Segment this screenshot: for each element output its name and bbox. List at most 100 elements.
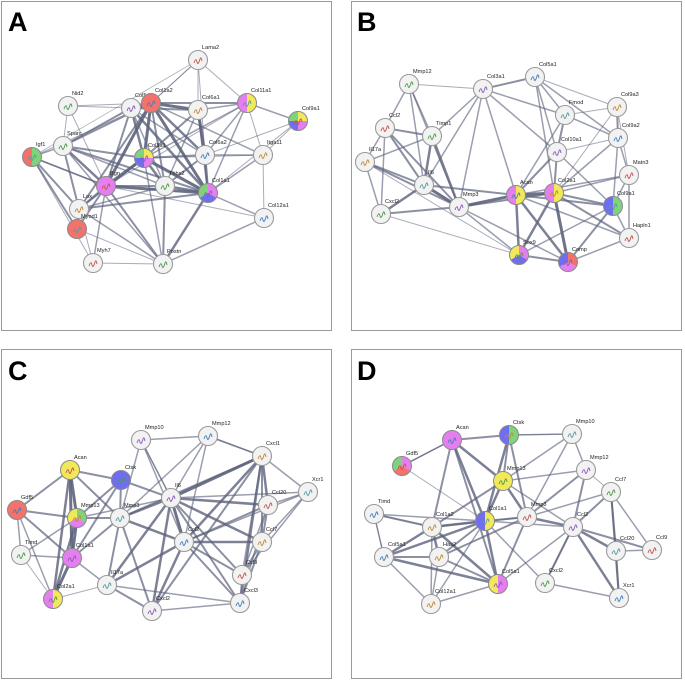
edge xyxy=(553,192,630,239)
node-bgn-12[interactable]: Bgn xyxy=(96,171,120,196)
node-myod1-17[interactable]: Myod1 xyxy=(67,214,98,239)
node-mmp13-4[interactable]: Mmp13 xyxy=(493,466,526,491)
node-outline xyxy=(392,456,412,476)
node-circle xyxy=(428,546,450,568)
node-acan-14[interactable]: Acan xyxy=(506,180,533,205)
node-timp1-6[interactable]: Timp1 xyxy=(421,121,452,147)
node-hapln1-17[interactable]: Hapln1 xyxy=(618,223,651,249)
node-timd-11[interactable]: Timd xyxy=(10,540,38,566)
node-nid2-1[interactable]: Nid2 xyxy=(57,91,84,117)
edge xyxy=(383,556,432,605)
node-matn3-11[interactable]: Matn3 xyxy=(618,160,649,186)
node-ccl20-14[interactable]: Ccl20 xyxy=(605,536,635,562)
node-mmp12-5[interactable]: Mmp12 xyxy=(575,455,609,481)
node-label: Has2 xyxy=(443,542,456,548)
node-ccl9-15[interactable]: Ccl9 xyxy=(641,535,668,561)
edge xyxy=(162,185,166,265)
node-gdf5-3[interactable]: Gdf5 xyxy=(392,451,418,476)
node-mmp3-9[interactable]: Mmp3 xyxy=(109,503,140,529)
node-timd-6[interactable]: Timd xyxy=(363,499,391,525)
node-comp-19[interactable]: Comp xyxy=(558,247,587,272)
node-xcr1-3[interactable]: Xcr1 xyxy=(297,477,324,503)
node-sox9-18[interactable]: Sox9 xyxy=(509,240,536,265)
node-ccl9-16[interactable]: Ccl9 xyxy=(231,560,258,586)
node-thbs2-13[interactable]: Thbs2 xyxy=(154,171,185,197)
node-col2a1-17[interactable]: Col2a1 xyxy=(43,584,75,609)
node-mmp13-8[interactable]: Mmp13 xyxy=(67,503,100,528)
edge xyxy=(31,156,80,210)
node-ccl2-5[interactable]: Ccl2 xyxy=(374,113,401,139)
node-il17a-9[interactable]: Il17a xyxy=(354,147,383,173)
node-lama2-0[interactable]: Lama2 xyxy=(187,45,220,71)
node-col1a1-14[interactable]: Col1a1 xyxy=(198,178,230,203)
node-cxcl2-18[interactable]: Cxcl2 xyxy=(141,596,171,622)
node-has2-13[interactable]: Has2 xyxy=(428,542,457,568)
node-col5a1-2[interactable]: Col5a1 xyxy=(524,62,557,88)
protein-structure-icon xyxy=(139,155,149,162)
node-ccl2-11[interactable]: Ccl2 xyxy=(562,512,589,538)
node-col1a2-7[interactable]: Col1a2 xyxy=(421,512,454,538)
node-col12a1-15[interactable]: Col12a1 xyxy=(253,203,289,229)
node-gdf5-7[interactable]: Gdf5 xyxy=(7,495,34,520)
node-mmp12-0[interactable]: Mmp12 xyxy=(398,69,432,95)
node-mmp3-9[interactable]: Mmp3 xyxy=(516,502,547,528)
node-col1a1-8[interactable]: Col1a1 xyxy=(475,506,507,531)
node-acan-4[interactable]: Acan xyxy=(60,455,87,480)
node-label: Myh7 xyxy=(97,248,111,254)
node-col11a1-5[interactable]: Col11a1 xyxy=(237,88,272,113)
node-col1a2-3[interactable]: Col1a2 xyxy=(141,88,173,113)
node-col9a3-3[interactable]: Col9a3 xyxy=(606,92,639,118)
node-col5a1-12[interactable]: Col5a1 xyxy=(373,542,406,568)
node-il17a-15[interactable]: Il17a xyxy=(96,570,125,596)
node-col3a1-1[interactable]: Col3a1 xyxy=(472,74,505,100)
node-ccl20-10[interactable]: Ccl20 xyxy=(257,490,287,516)
edge xyxy=(143,102,248,159)
node-fmod-4[interactable]: Fmod xyxy=(554,100,584,126)
node-igf1-11[interactable]: Igf1 xyxy=(22,142,46,167)
node-col1a1-12[interactable]: Col1a1 xyxy=(62,543,94,568)
node-il6-10[interactable]: Il6 xyxy=(413,170,435,196)
edge xyxy=(553,106,618,194)
edge xyxy=(170,497,241,604)
node-label: Col10a1 xyxy=(561,137,582,143)
node-sparc-7[interactable]: Sparc xyxy=(52,131,82,157)
node-il6-6[interactable]: Il6 xyxy=(160,483,182,509)
node-col9a1-6[interactable]: Col9a1 xyxy=(288,106,320,131)
node-ccl7-10[interactable]: Ccl7 xyxy=(600,477,627,503)
node-postn-19[interactable]: Postn xyxy=(152,249,182,275)
node-mmp3-13[interactable]: Mmp3 xyxy=(448,192,479,218)
node-acan-0[interactable]: Acan xyxy=(442,425,469,450)
protein-structure-icon xyxy=(369,511,379,518)
node-itga11-10[interactable]: Itga11 xyxy=(252,140,283,166)
node-cxcl2-16[interactable]: Cxcl2 xyxy=(534,568,564,594)
node-col12a1-19[interactable]: Col12a1 xyxy=(420,589,456,615)
node-circle xyxy=(297,481,319,503)
node-cxcl2-12[interactable]: Cxcl2 xyxy=(370,199,400,225)
node-mmp12-1[interactable]: Mmp12 xyxy=(197,421,231,447)
node-col9a2-8[interactable]: Col9a2 xyxy=(607,123,640,149)
node-xcr1-18[interactable]: Xcr1 xyxy=(608,583,635,609)
node-cxcl3-19[interactable]: Cxcl3 xyxy=(229,588,259,614)
edge xyxy=(16,509,54,600)
protein-structure-icon xyxy=(612,104,622,111)
node-ctsk-5[interactable]: Ctsk xyxy=(111,465,137,490)
node-circle xyxy=(607,127,629,149)
node-myh7-18[interactable]: Myh7 xyxy=(82,248,111,274)
node-col3a1-8[interactable]: Col3a1 xyxy=(134,143,166,168)
node-mmp10-0[interactable]: Mmp10 xyxy=(130,425,164,451)
node-ccl7-14[interactable]: Ccl7 xyxy=(251,527,278,553)
node-mmp10-2[interactable]: Mmp10 xyxy=(561,419,595,445)
edge xyxy=(408,83,425,186)
node-lox-16[interactable]: Lox xyxy=(68,194,93,220)
node-label: Col6a1 xyxy=(202,95,220,101)
node-col9a1-16[interactable]: Col9a1 xyxy=(603,191,635,216)
node-col5a1-17[interactable]: Col5a1 xyxy=(488,569,520,594)
node-cxcl1-2[interactable]: Cxcl1 xyxy=(251,441,281,467)
node-ctsk-1[interactable]: Ctsk xyxy=(499,420,525,445)
node-col2a1-15[interactable]: Col2a1 xyxy=(544,178,576,203)
node-col10a1-7[interactable]: Col10a1 xyxy=(546,137,582,163)
node-col6a2-9[interactable]: Col6a2 xyxy=(194,140,227,166)
edge xyxy=(31,156,94,264)
node-col6a1-4[interactable]: Col6a1 xyxy=(187,95,220,121)
node-ccl2-13[interactable]: Ccl2 xyxy=(173,527,200,553)
